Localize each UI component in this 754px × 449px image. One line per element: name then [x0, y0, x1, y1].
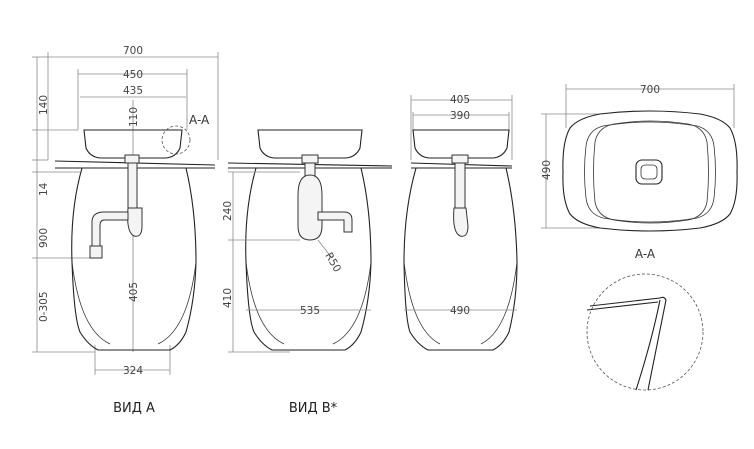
view-side: 405 390 490: [403, 94, 518, 351]
caption-view-b: ВИД В*: [289, 401, 338, 416]
pedestal-side: [403, 167, 518, 351]
dim-0-305: 0-305: [38, 291, 50, 322]
dim-490: 490: [450, 305, 470, 317]
dim-240: 240: [222, 201, 234, 221]
pedestal-b: [245, 167, 372, 351]
view-b: 240 410 R50 535 ВИД В*: [222, 129, 393, 416]
dim-700: 700: [123, 45, 143, 57]
view-top: 700 490: [541, 84, 738, 232]
basin-outline-side: [412, 129, 510, 159]
top-outline: [562, 110, 738, 232]
basin-outline-b: [257, 129, 363, 159]
dim-410: 410: [222, 288, 234, 308]
dim-535: 535: [300, 305, 320, 317]
dim-435: 435: [123, 85, 143, 97]
dim-405: 405: [128, 282, 140, 302]
drain: [635, 159, 663, 185]
section-label-a: A-A: [189, 113, 210, 127]
basin-outline-a: [83, 129, 183, 159]
caption-view-a: ВИД А: [113, 401, 155, 416]
dim-r50: R50: [322, 251, 343, 275]
dim-top-490: 490: [541, 160, 553, 180]
dim-900: 900: [38, 228, 50, 248]
section-title: A-A: [635, 247, 656, 261]
dim-450: 450: [123, 69, 143, 81]
section-circle: [586, 273, 704, 391]
view-a-dimensions: 700 450 435 140 14 900 0-305 110 4: [32, 45, 219, 377]
dim-14: 14: [38, 182, 50, 196]
view-a: 700 450 435 140 14 900 0-305 110 4: [32, 45, 219, 416]
section-a-a: A-A: [586, 247, 704, 391]
dim-390: 390: [450, 110, 470, 122]
dim-140: 140: [38, 95, 50, 115]
pedestal-a: [71, 167, 197, 351]
top-bowl: [593, 120, 709, 224]
dim-110: 110: [128, 107, 140, 127]
dim-324: 324: [123, 365, 143, 377]
dim-top-700: 700: [640, 84, 660, 96]
dim-405: 405: [450, 94, 470, 106]
